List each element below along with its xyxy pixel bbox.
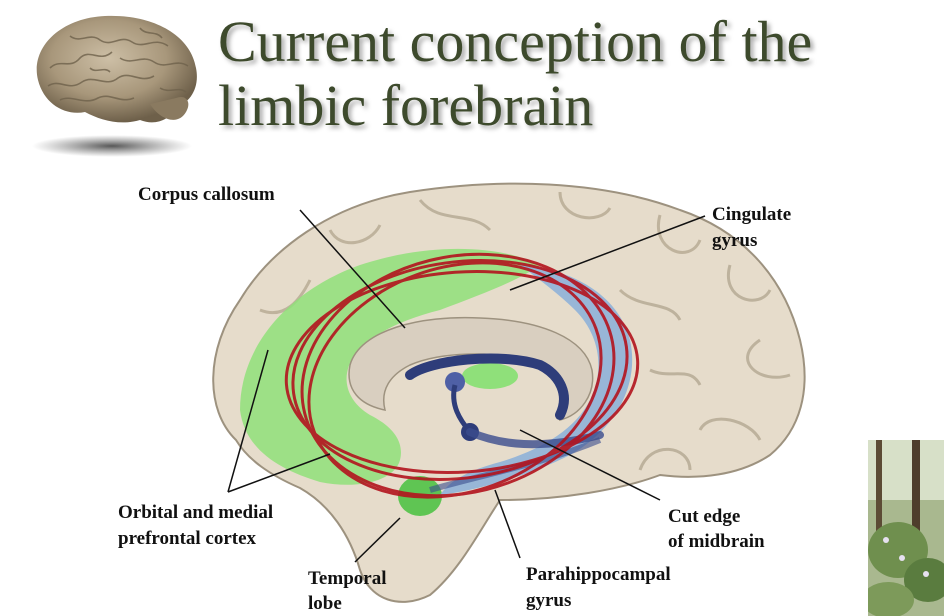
slide-title: Current conception of the limbic forebra… — [218, 10, 812, 138]
label-parahippocampal-line-2: gyrus — [526, 590, 571, 611]
label-orbital-line-1: Orbital and medial — [118, 502, 273, 523]
brain-photo-icon — [32, 15, 197, 157]
label-temporal-line-2: lobe — [308, 593, 342, 614]
limbic-green-thalamic — [462, 363, 518, 389]
label-cut-edge-line-1: Cut edge — [668, 506, 740, 527]
limbic-green-region — [240, 248, 540, 485]
forest-thumbnail-icon — [868, 440, 944, 616]
title-line-2: limbic forebrain — [218, 73, 594, 138]
label-orbital-line-2: prefrontal cortex — [118, 528, 257, 549]
label-parahippocampal-line-1: Parahippocampal — [526, 564, 671, 585]
leader-lines — [227, 209, 706, 563]
limbic-brain-figure: Corpus callosum Cingulate gyrus Orbital … — [118, 182, 806, 614]
label-cingulate-line-1: Cingulate — [712, 204, 791, 225]
papez-circuit — [284, 252, 640, 499]
video-thumbnail[interactable] — [868, 440, 944, 616]
cortex-folds — [259, 191, 791, 471]
label-temporal-line-1: Temporal — [308, 568, 386, 589]
title-line-1: Current conception of the — [218, 9, 813, 74]
label-corpus-callosum: Corpus callosum — [138, 184, 275, 205]
label-cingulate-line-2: gyrus — [712, 230, 757, 251]
label-cut-edge-line-2: of midbrain — [668, 531, 765, 552]
